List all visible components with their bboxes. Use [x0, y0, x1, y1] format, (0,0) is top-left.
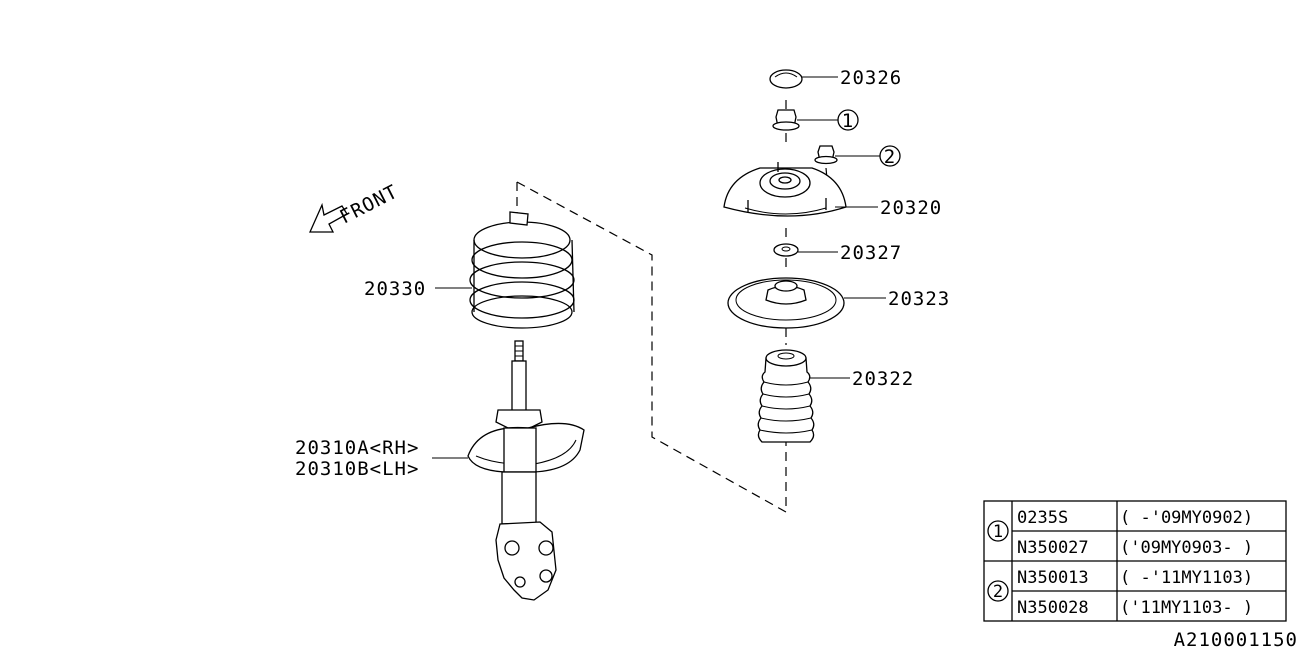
dust-boot-20322 [757, 349, 850, 443]
strut-assembly-20310 [432, 340, 585, 601]
coil-spring-20330 [435, 211, 575, 329]
table-range-row2: ('09MY0903- ) [1120, 538, 1253, 558]
front-arrow: FRONT [308, 181, 402, 233]
table-part-row4: N350028 [1017, 598, 1089, 618]
table-range-row4: ('11MY1103- ) [1120, 598, 1253, 618]
label-20327: 20327 [840, 242, 902, 264]
washer-20327 [773, 243, 838, 257]
table-ref-1: 1 [993, 522, 1003, 542]
table-part-row2: N350027 [1017, 538, 1089, 558]
label-20326: 20326 [840, 67, 902, 89]
table-part-row3: N350013 [1017, 568, 1089, 588]
nut-ref-1 [772, 109, 859, 131]
spring-seat-20323 [727, 277, 886, 329]
label-20330: 20330 [364, 278, 426, 300]
cap-20326 [769, 69, 838, 89]
ref-label-2: 2 [884, 146, 896, 168]
label-20322: 20322 [852, 368, 914, 390]
label-20310b: 20310B<LH> [295, 458, 419, 480]
label-20310a: 20310A<RH> [295, 437, 419, 459]
label-20320: 20320 [880, 197, 942, 219]
reference-table [983, 500, 1287, 622]
diagram-id: A210001150 [1174, 629, 1298, 651]
table-range-row3: ( -'11MY1103) [1120, 568, 1253, 588]
strut-mount-20320 [723, 162, 878, 217]
table-range-row1: ( -'09MY0902) [1120, 508, 1253, 528]
nut-ref-2 [814, 145, 901, 167]
ref-label-1: 1 [842, 110, 854, 132]
label-20323: 20323 [888, 288, 950, 310]
front-label: FRONT [336, 181, 401, 229]
table-ref-2: 2 [993, 582, 1003, 602]
table-part-row1: 0235S [1017, 508, 1068, 528]
